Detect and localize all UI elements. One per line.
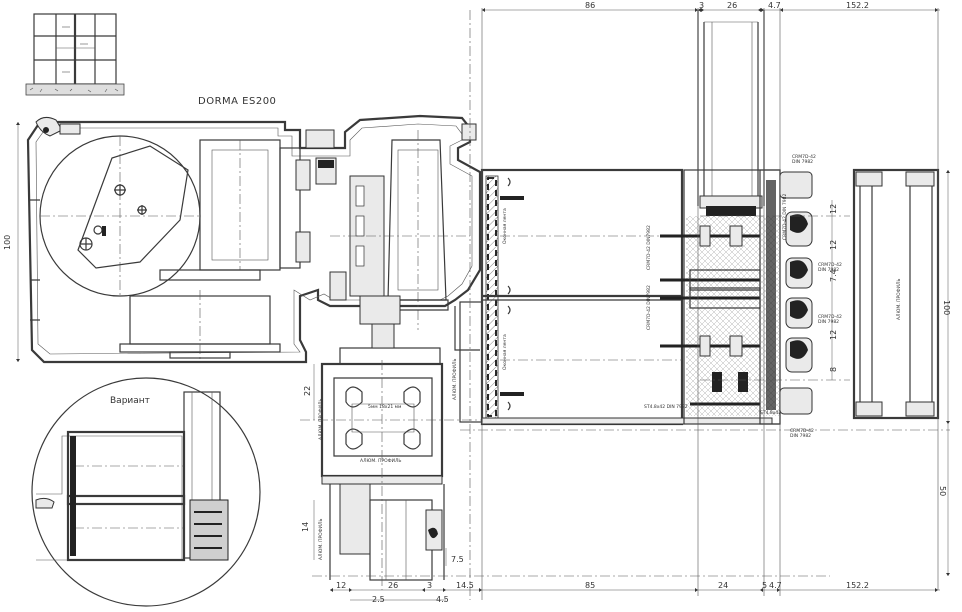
operator-housing: [26, 114, 482, 364]
door-profile: 5мм 18x21 мм АЛЮМ. ПРОФИЛЬ: [300, 360, 500, 590]
svg-text:АЛЮМ. ПРОФИЛЬ: АЛЮМ. ПРОФИЛЬ: [896, 279, 902, 320]
dim-top-2: 3: [699, 1, 704, 10]
mullion-stack: CRM7D-42 DIN 7982 CRM7D-42 DIN 7982 CRM7…: [660, 154, 850, 439]
svg-text:АЛЮМ. ПРОФИЛЬ: АЛЮМ. ПРОФИЛЬ: [360, 458, 401, 464]
label-screw-b: ST4.8x42 DIN 7982: [644, 404, 688, 410]
top-dimensions: 86 3 26 4.7 152.2: [482, 1, 940, 12]
dim-bolt-2: 12: [829, 240, 838, 250]
dim-bottom-4: 14.5: [456, 581, 474, 590]
motor-disc: [39, 135, 201, 297]
label-screw-a: CRM7D-42 DIN 7982: [782, 194, 788, 240]
dim-bottom-3: 3: [427, 581, 432, 590]
svg-text:CRM7D-42: CRM7D-42: [790, 428, 814, 434]
dim-right-lower: 50: [938, 486, 947, 496]
dim-top-4: 4.7: [768, 1, 781, 10]
dim-profile-side: 22: [303, 386, 312, 396]
label-profile-b: АЛЮМ. ПРОФИЛЬ: [318, 519, 324, 560]
svg-text:CRM7D-42 DIN7982: CRM7D-42 DIN7982: [646, 285, 652, 330]
dim-bottom-7: 5: [762, 581, 767, 590]
dim-right-height: 100: [942, 300, 951, 315]
svg-text:DIN 7982: DIN 7982: [792, 159, 813, 165]
dim-top-5: 152.2: [846, 1, 869, 10]
dim-bolt-4: 12: [829, 330, 838, 340]
dim-bolt-1: 12: [829, 204, 838, 214]
bottom-dimensions: 12 26 3 14.5 85 24 5 4.7 152.2 2.5 4.5: [312, 575, 940, 604]
gearbox: [199, 139, 337, 271]
svg-text:ST4.8x42: ST4.8x42: [760, 410, 781, 416]
dim-bottom-1: 12: [336, 581, 346, 590]
dim-bottom-2: 26: [388, 581, 398, 590]
svg-text:CRM7D-42 DIN7982: CRM7D-42 DIN7982: [646, 225, 652, 270]
dim-bolt-3: 7.4: [829, 269, 838, 282]
svg-text:CRM7D-42: CRM7D-42: [792, 154, 816, 160]
dim-bolt-5: 8: [829, 367, 838, 372]
label-profile-a: АЛЮМ. ПРОФИЛЬ: [318, 399, 324, 440]
dim-bottom-sub-1: 2.5: [372, 595, 385, 604]
vertical-dimensions: 100 100 50 22 14 7.5 12 12 7.4 12 8: [3, 122, 951, 576]
svg-text:Оконная лента: Оконная лента: [502, 334, 508, 370]
dim-bottom-9: 152.2: [846, 581, 869, 590]
drawing-title: DORMA ES200: [198, 96, 276, 107]
carriage-wheel: [329, 130, 480, 365]
right-frame-profile: АЛЮМ. ПРОФИЛЬ: [852, 168, 940, 420]
dim-profile-side-lower: 14: [301, 522, 310, 532]
svg-text:DIN 7982: DIN 7982: [818, 267, 839, 273]
facade-thumbnail: [25, 13, 125, 96]
center-lines: [460, 8, 950, 600]
svg-text:CRM7D-42: CRM7D-42: [818, 314, 842, 320]
dim-top-1: 86: [585, 1, 595, 10]
svg-text:5мм 18x21 мм: 5мм 18x21 мм: [368, 404, 401, 410]
svg-text:DIN 7982: DIN 7982: [818, 319, 839, 325]
variant-detail-circle: [31, 377, 261, 607]
drive-base: [119, 269, 281, 360]
dim-small-gap: 7.5: [451, 555, 464, 564]
dim-bottom-8: 4.7: [769, 581, 782, 590]
dim-bottom-sub-2: 4.5: [436, 595, 449, 604]
dim-bottom-5: 85: [585, 581, 595, 590]
svg-text:CRM7D-42: CRM7D-42: [818, 262, 842, 268]
svg-text:Оконная лента: Оконная лента: [502, 208, 508, 244]
dim-top-3: 26: [727, 1, 737, 10]
glass-pane: [697, 10, 765, 216]
variant-label: Вариант: [110, 396, 150, 406]
svg-text:АЛЮМ. ПРОФИЛЬ: АЛЮМ. ПРОФИЛЬ: [452, 359, 458, 400]
svg-text:DIN 7982: DIN 7982: [790, 433, 811, 439]
dim-left-height: 100: [3, 235, 12, 250]
dim-bottom-6: 24: [718, 581, 728, 590]
